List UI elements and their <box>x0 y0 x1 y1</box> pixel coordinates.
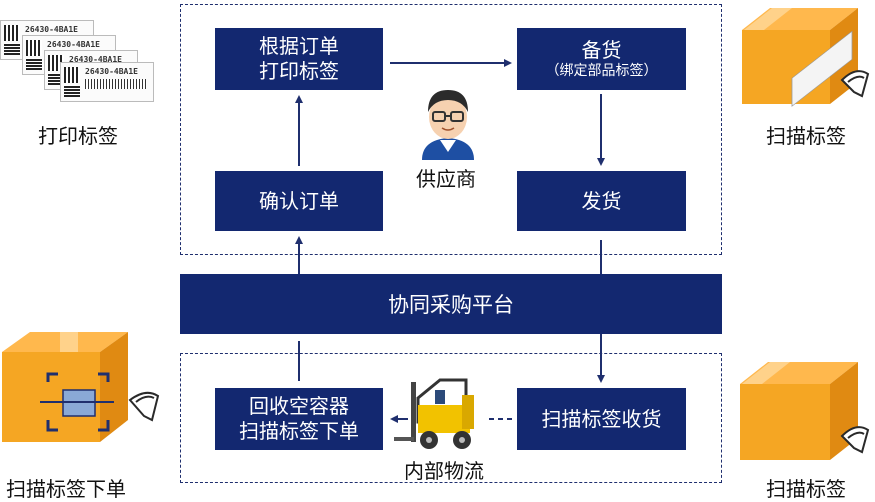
printed-label: 26430-4BA1E <box>60 62 154 102</box>
internal-logistics-zone <box>180 353 722 483</box>
carton-scan-order-icon <box>2 332 160 442</box>
step-print-labels-box: 根据订单 打印标签 <box>215 28 383 90</box>
scan-tags-bottom-caption: 扫描标签 <box>766 477 846 501</box>
carton-scan-top-icon <box>742 8 870 107</box>
step-recycle-line2: 扫描标签下单 <box>239 419 359 443</box>
step-recycle-line1: 回收空容器 <box>249 394 349 418</box>
step-confirm-order-label: 确认订单 <box>259 188 339 213</box>
supplier-label: 供应商 <box>416 167 476 191</box>
step-stock-prep-box: 备货 （绑定部品标签） <box>517 28 686 90</box>
step-receive-box: 扫描标签收货 <box>517 388 686 450</box>
step-print-labels-line1: 根据订单 <box>259 34 339 58</box>
carton-scan-bottom-icon <box>740 362 870 460</box>
collaborative-procurement-platform: 协同采购平台 <box>180 274 722 334</box>
step-stock-prep-line1: 备货 <box>581 37 622 62</box>
step-recycle-box: 回收空容器 扫描标签下单 <box>215 388 383 450</box>
supplier-zone <box>180 4 722 255</box>
step-ship-label: 发货 <box>581 188 622 213</box>
forklift-icon <box>394 378 474 449</box>
step-stock-prep-line2: （绑定部品标签） <box>545 62 658 79</box>
internal-logistics-label: 内部物流 <box>404 459 484 483</box>
step-print-labels-line2: 打印标签 <box>259 59 339 83</box>
scan-tags-top-caption: 扫描标签 <box>766 124 846 148</box>
step-confirm-order-box: 确认订单 <box>215 171 383 231</box>
supplier-person-icon <box>422 90 474 160</box>
print-tags-caption: 打印标签 <box>38 124 118 148</box>
step-ship-box: 发货 <box>517 171 686 231</box>
scan-order-caption: 扫描标签下单 <box>6 477 126 501</box>
step-receive-label: 扫描标签收货 <box>541 406 662 431</box>
